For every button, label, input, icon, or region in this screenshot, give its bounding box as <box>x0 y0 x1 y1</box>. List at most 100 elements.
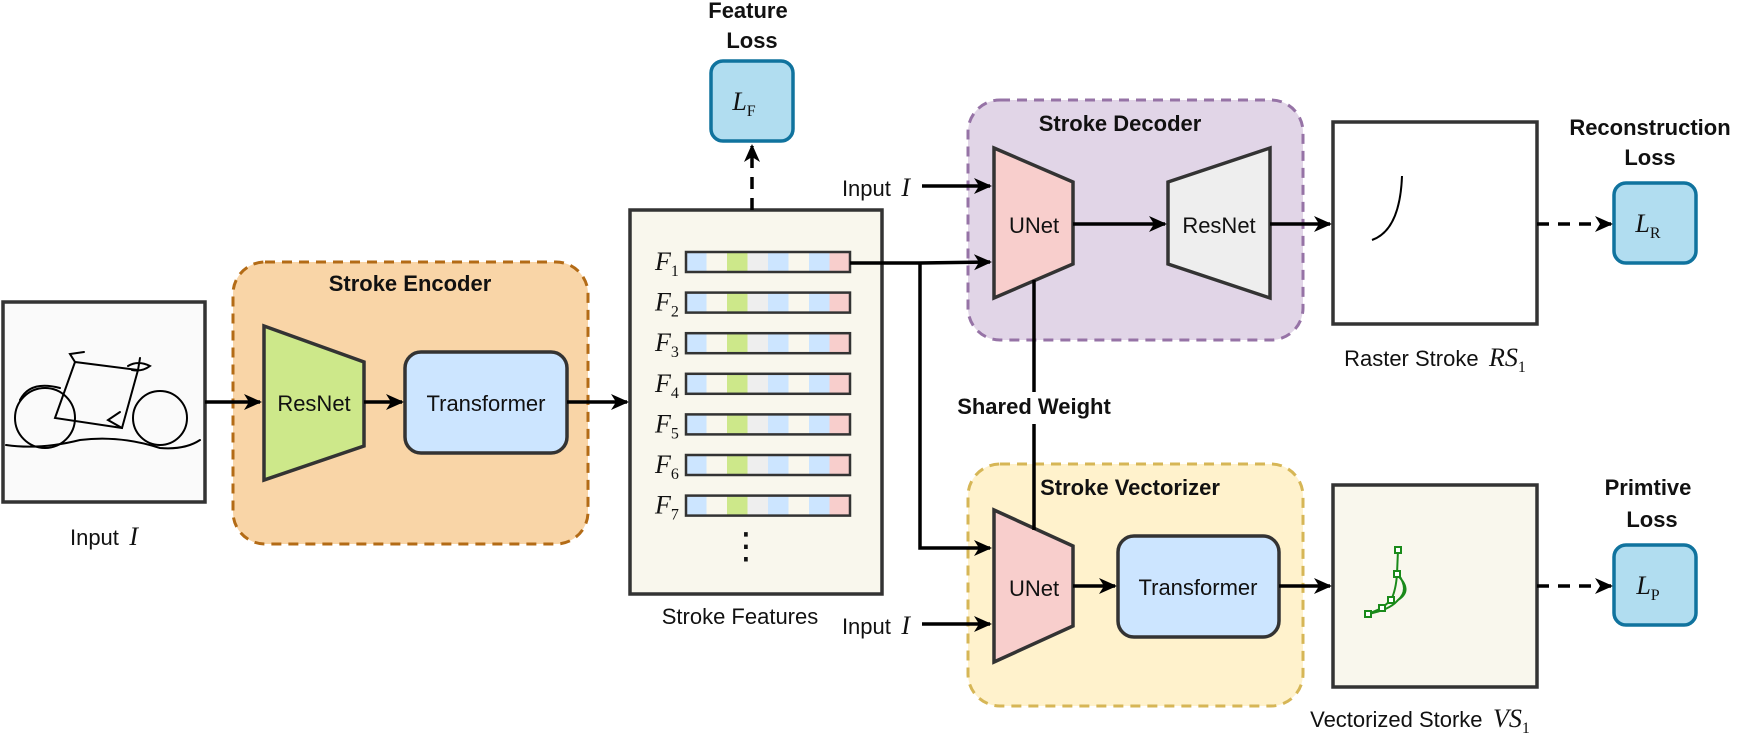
vectorizer-input-label: Input I <box>842 611 911 640</box>
vectorizer-unet: UNet <box>992 507 1075 665</box>
connectors <box>205 144 1613 632</box>
decoder-resnet: ResNet <box>1166 145 1272 301</box>
svg-text:LP: LP <box>1635 571 1659 604</box>
feature-cell <box>768 455 789 475</box>
feature-cell <box>809 333 830 354</box>
feature-cell <box>809 495 830 516</box>
feature-cell <box>686 292 707 313</box>
feature-cell <box>706 373 727 394</box>
feature-cell <box>809 252 830 272</box>
feature-label: F5 <box>654 409 679 442</box>
reconstruction-loss-title-line2: Loss <box>1624 145 1675 170</box>
feature-cell <box>706 292 727 313</box>
reconstruction-loss-box: LR <box>1612 181 1698 265</box>
stroke-decoder: Stroke Decoder UNet ResNet <box>966 98 1305 342</box>
reconstruction-loss-title-line1: Reconstruction <box>1569 115 1730 140</box>
svg-text:Transformer: Transformer <box>427 391 546 416</box>
feature-cell <box>809 373 830 394</box>
primitive-loss-box: LP <box>1612 543 1698 627</box>
feature-cell <box>809 455 830 475</box>
feature-cell <box>829 455 850 475</box>
feature-cell <box>686 252 707 272</box>
stroke-vectorizer-title: Stroke Vectorizer <box>1040 475 1220 500</box>
feature-cell <box>747 252 768 272</box>
svg-text:ResNet: ResNet <box>1182 213 1255 238</box>
feature-cell <box>706 414 727 435</box>
shared-weight-label: Shared Weight <box>957 394 1111 419</box>
stroke-decoder-title: Stroke Decoder <box>1039 111 1202 136</box>
feature-cell <box>727 455 748 475</box>
feature-label: F2 <box>654 288 679 321</box>
feature-loss-title-line2: Loss <box>726 28 777 53</box>
feature-cell <box>706 333 727 354</box>
svg-text:Transformer: Transformer <box>1139 575 1258 600</box>
svg-text:UNet: UNet <box>1009 576 1059 601</box>
feature-loss-box: LF <box>709 59 795 143</box>
primitive-loss-title-line2: Loss <box>1626 507 1677 532</box>
stroke-vectorizer: Stroke Vectorizer UNet Transformer <box>966 462 1305 708</box>
feature-cell <box>747 455 768 475</box>
feature-cell <box>747 333 768 354</box>
feature-cell <box>829 292 850 313</box>
decoder-unet: UNet <box>992 145 1075 301</box>
svg-text:LR: LR <box>1634 209 1660 242</box>
primitive-loss-title-line1: Primtive <box>1605 475 1692 500</box>
input-caption: Input I <box>70 522 139 551</box>
raster-stroke-panel <box>1331 120 1539 326</box>
feature-row: F3 <box>654 328 852 361</box>
feature-vdots: ⋮ <box>728 525 764 566</box>
feature-cell <box>686 414 707 435</box>
feature-cell <box>727 495 748 516</box>
feature-row: F2 <box>654 288 852 321</box>
feature-cell <box>768 333 789 354</box>
feature-label: F7 <box>654 491 679 524</box>
feature-cell <box>747 495 768 516</box>
input-image <box>1 300 207 504</box>
stroke-encoder: Stroke Encoder ResNet Transformer <box>231 260 590 546</box>
feature-cell <box>788 292 809 313</box>
feature-cell <box>788 373 809 394</box>
feature-cell <box>768 373 789 394</box>
feature-cell <box>829 414 850 435</box>
feature-cell <box>686 333 707 354</box>
feature-cell <box>686 495 707 516</box>
feature-row: F6 <box>654 450 852 483</box>
svg-text:LF: LF <box>731 87 755 120</box>
feature-cell <box>829 373 850 394</box>
feature-cell <box>727 292 748 313</box>
feature-cell <box>788 455 809 475</box>
bicycle-sketch-icon <box>5 351 201 450</box>
feature-cell <box>727 252 748 272</box>
feature-cell <box>686 455 707 475</box>
svg-text:ResNet: ResNet <box>277 391 350 416</box>
feature-cell <box>809 292 830 313</box>
feature-cell <box>788 414 809 435</box>
feature-label: F3 <box>654 328 679 361</box>
feature-cell <box>727 333 748 354</box>
feature-cell <box>829 252 850 272</box>
feature-row: F5 <box>654 409 852 442</box>
feature-label: F6 <box>654 450 679 483</box>
feature-cell <box>829 495 850 516</box>
feature-cell <box>706 495 727 516</box>
feature-label: F4 <box>654 369 679 402</box>
feature-cell <box>706 455 727 475</box>
feature-cell <box>768 495 789 516</box>
feature-row: F7 <box>654 491 852 524</box>
feature-row: F4 <box>654 369 852 402</box>
vectorized-stroke-caption: Vectorized Storke VS1 <box>1310 704 1530 734</box>
stroke-encoder-title: Stroke Encoder <box>329 271 492 296</box>
feature-cell <box>747 414 768 435</box>
feature-row: F1 <box>654 247 852 280</box>
feature-cell <box>788 333 809 354</box>
feature-cell <box>706 252 727 272</box>
feature-cell <box>788 252 809 272</box>
stroke-features-caption: Stroke Features <box>662 604 819 629</box>
feature-label: F1 <box>654 247 679 280</box>
feature-cell <box>727 373 748 394</box>
feature-cell <box>686 373 707 394</box>
feature-cell <box>768 292 789 313</box>
raster-stroke-caption: Raster Stroke RS1 <box>1344 343 1526 376</box>
